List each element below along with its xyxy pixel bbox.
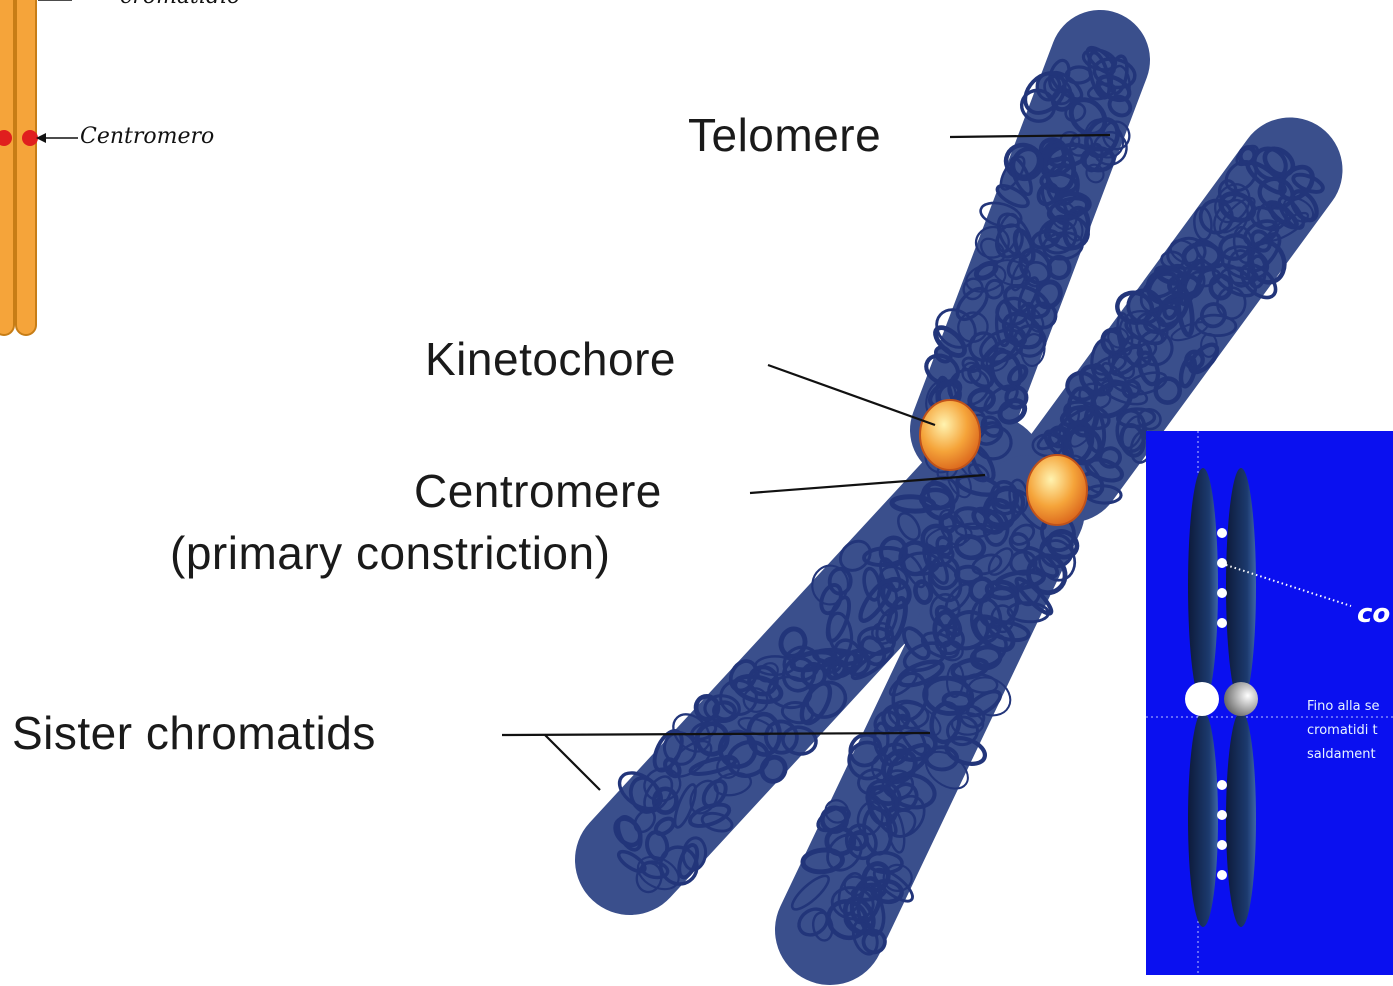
kinetochore-right [1027, 455, 1087, 525]
inset-chromatid [1188, 711, 1218, 927]
inset-term-label: co [1357, 599, 1390, 629]
inset-chromatid [1226, 468, 1256, 704]
kinetochore-pointer [768, 365, 935, 425]
inset-centromere [1185, 682, 1219, 716]
cohesin-dot [1217, 780, 1227, 790]
inset-chromatid [1226, 711, 1256, 927]
cohesin-dot [1217, 558, 1227, 568]
kinetochore-left [920, 400, 980, 470]
sister-pointer [545, 735, 600, 790]
constriction-label: (primary constriction) [170, 530, 610, 576]
inset-panel: co Fino alla se cromatidi t saldament [1146, 431, 1393, 975]
inset-text-line: Fino alla se [1307, 699, 1380, 714]
inset-chromatid [1188, 468, 1218, 704]
cohesin-dot [1217, 870, 1227, 880]
cohesin-dot [1217, 588, 1227, 598]
cohesin-dot [1217, 618, 1227, 628]
cohesin-dot [1217, 840, 1227, 850]
sister-chromatids-label: Sister chromatids [12, 710, 376, 756]
inset-text-line: saldament [1307, 747, 1376, 762]
centromere-label: Centromere [414, 468, 662, 514]
kinetochore-label: Kinetochore [425, 336, 676, 382]
cohesin-dot [1217, 810, 1227, 820]
telomere-label: Telomere [688, 112, 881, 158]
cohesin-dot [1217, 528, 1227, 538]
inset-centromere [1224, 682, 1258, 716]
inset-text-line: cromatidi t [1307, 723, 1378, 738]
